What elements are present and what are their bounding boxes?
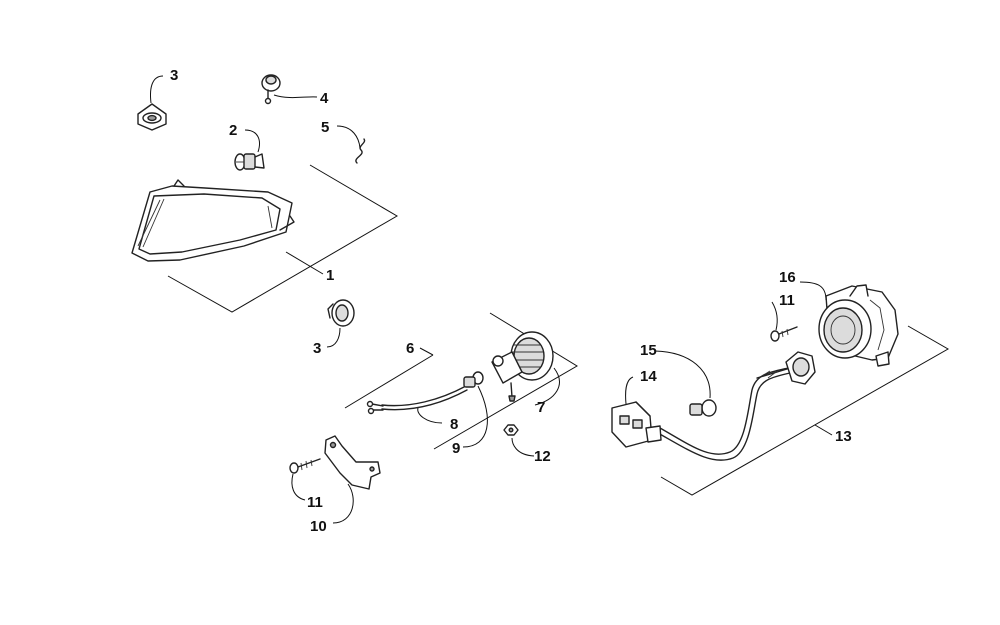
group-bracket-fog-light	[660, 325, 950, 496]
screw-part-upper	[770, 326, 798, 342]
callout-6: 6	[406, 340, 414, 357]
callout-1: 1	[326, 267, 334, 284]
callout-8: 8	[450, 416, 458, 433]
callout-14: 14	[640, 368, 657, 385]
wire-part	[355, 138, 366, 164]
callout-3-top: 3	[170, 67, 178, 84]
callout-labels: 3 4 2 5 1 3 6 7 8 9 12 11 10 15 14 16 11…	[170, 67, 852, 535]
harness-connector-part	[611, 401, 662, 448]
callout-10: 10	[310, 518, 327, 535]
group-bracket-driving-light	[344, 312, 578, 450]
callout-12: 12	[534, 448, 551, 465]
socket-part	[261, 74, 281, 105]
callout-16: 16	[779, 269, 796, 286]
leader-lines	[150, 75, 833, 524]
callout-2: 2	[229, 122, 237, 139]
fog-bulb-part	[689, 399, 717, 417]
callout-9: 9	[452, 440, 460, 457]
fog-harness-part	[657, 351, 816, 461]
grommet-part-bottom	[327, 299, 355, 327]
bulb-part	[234, 153, 265, 171]
callout-4: 4	[320, 90, 329, 107]
callout-15: 15	[640, 342, 657, 359]
callout-3-bottom: 3	[313, 340, 321, 357]
callout-7: 7	[537, 399, 545, 416]
fog-lamp-part	[818, 284, 899, 367]
callout-13: 13	[835, 428, 852, 445]
grommet-part-top	[137, 103, 167, 131]
nut-part	[503, 424, 519, 436]
group-bracket-headlight	[167, 164, 398, 313]
callout-5: 5	[321, 119, 329, 136]
small-bulb-part	[463, 371, 484, 388]
callout-11-upper: 11	[779, 292, 795, 309]
driving-light-part	[491, 331, 554, 402]
callout-11-lower: 11	[307, 494, 323, 511]
mounting-bracket-part	[324, 435, 381, 490]
headlight-assembly-part	[131, 179, 295, 262]
harness-part	[366, 385, 468, 415]
screw-part-lower	[289, 458, 321, 474]
